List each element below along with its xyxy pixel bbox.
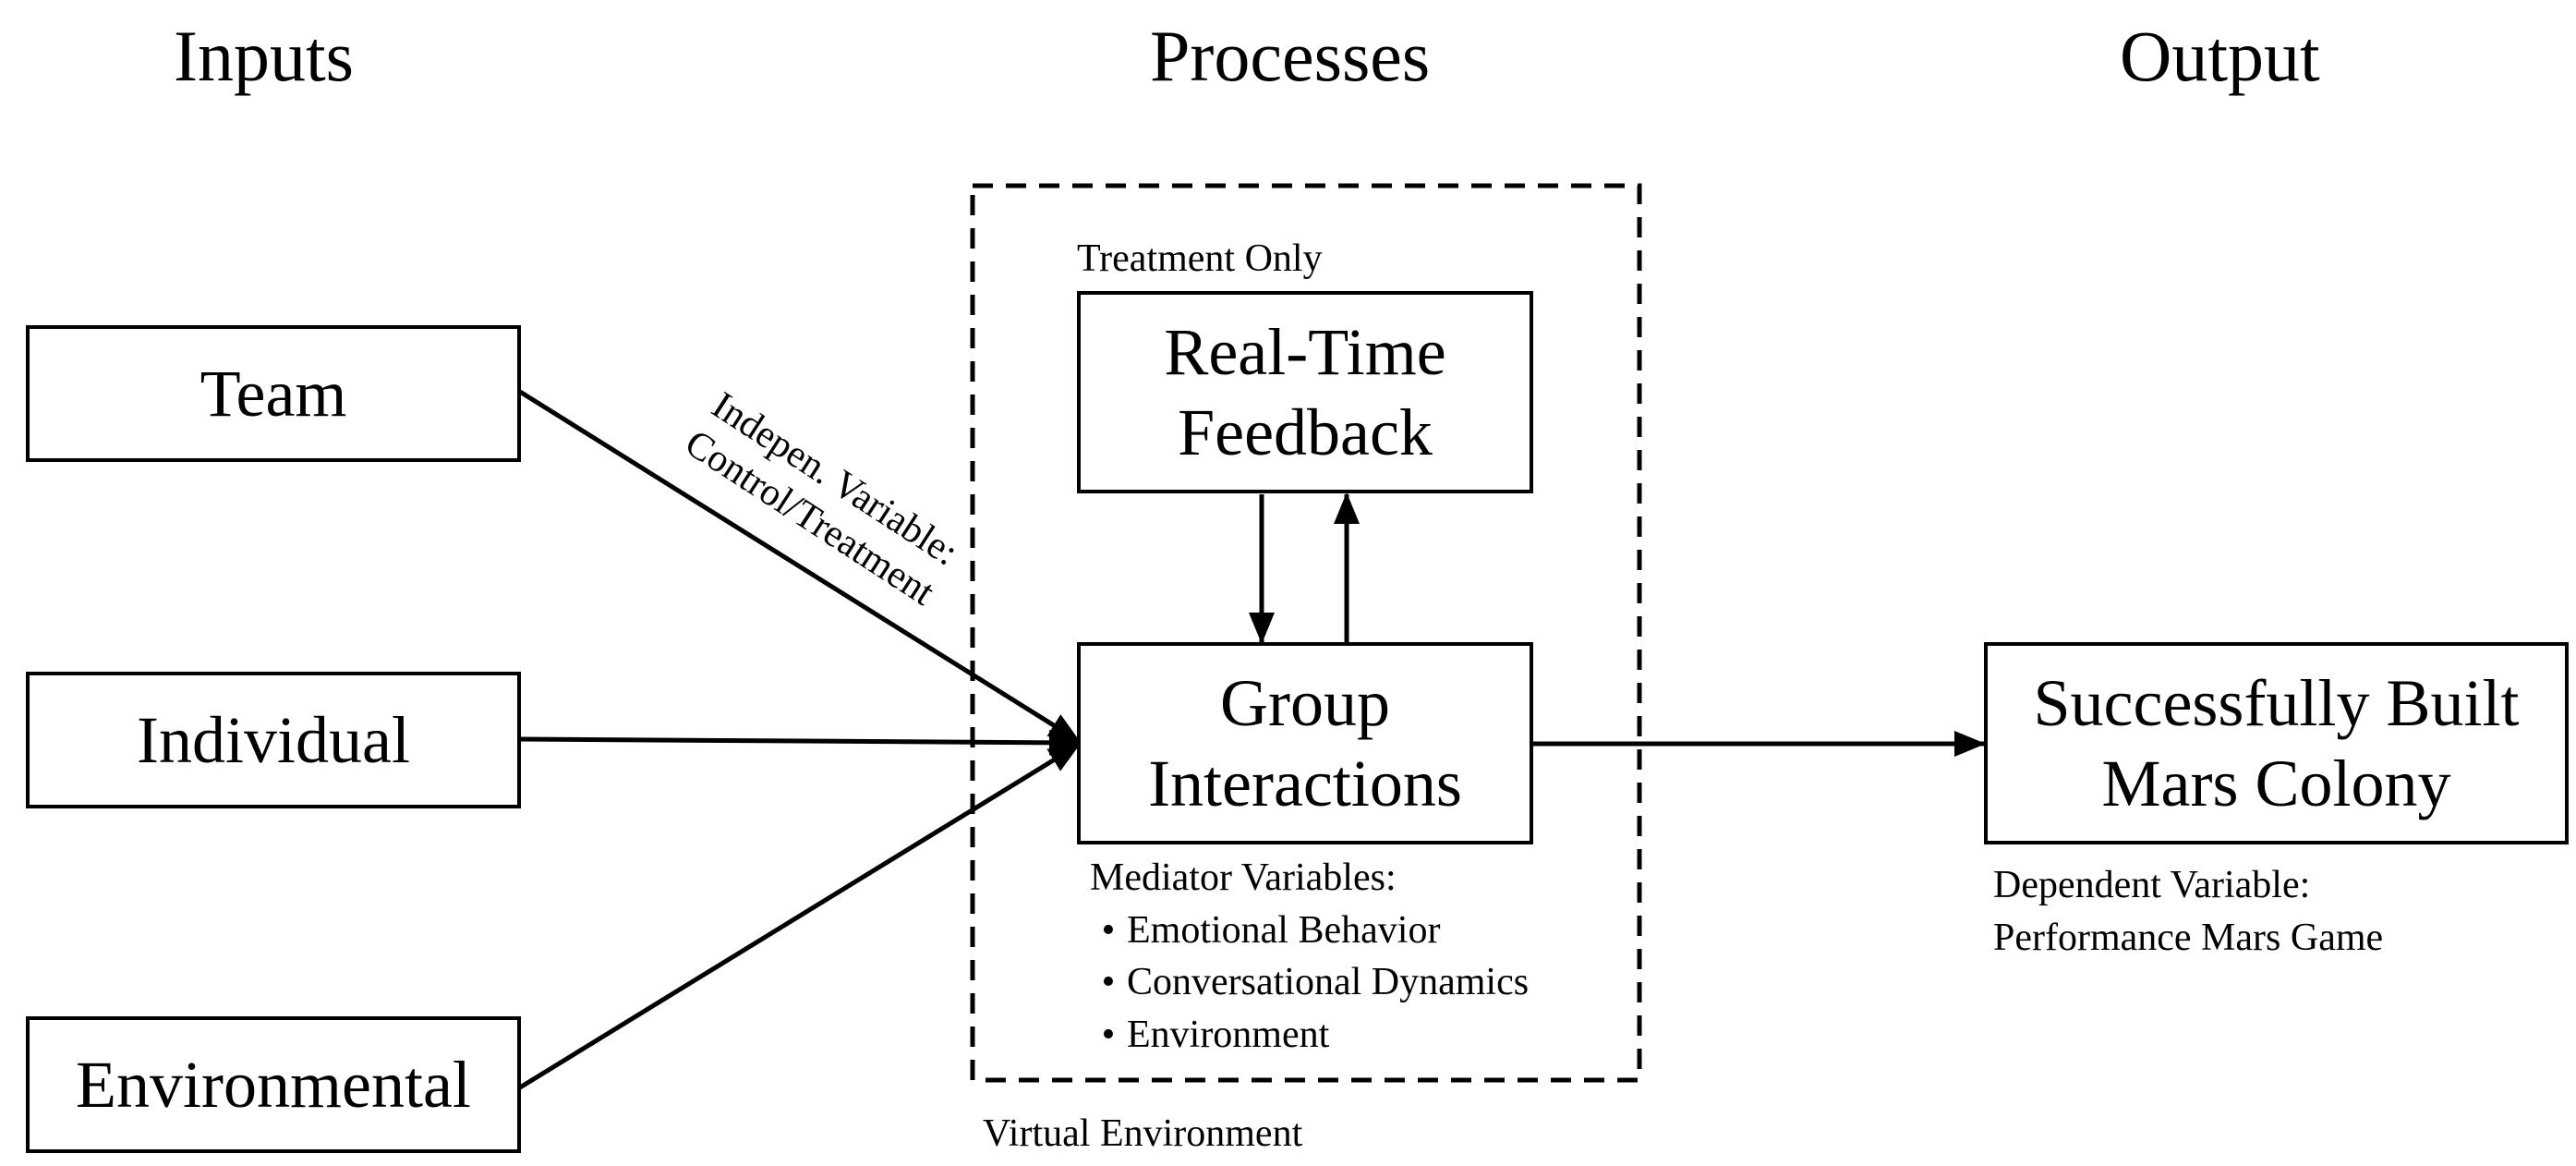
input-label-individual: Individual [137, 702, 410, 777]
mediator-list: •Emotional Behavior •Conversational Dyna… [1090, 905, 1529, 1062]
input-box-team: Team [26, 325, 521, 462]
mediator-variables: Mediator Variables: •Emotional Behavior … [1090, 852, 1529, 1062]
input-label-environmental: Environmental [76, 1047, 471, 1122]
dependent-line2: Performance Mars Game [1993, 916, 2384, 959]
output-line1: Successfully Built [2033, 666, 2520, 741]
header-processes: Processes [1150, 16, 1431, 96]
virtual-environment-label: Virtual Environment [983, 1112, 1303, 1155]
treatment-only-label: Treatment Only [1077, 237, 1323, 280]
mediator-item: •Conversational Dynamics [1090, 956, 1529, 1009]
input-box-individual: Individual [26, 672, 521, 808]
output-line2: Mars Colony [2101, 746, 2451, 820]
bullet-icon: • [1101, 908, 1116, 952]
feedback-box: Real-Time Feedback [1077, 291, 1533, 493]
dependent-line1: Dependent Variable: [1993, 864, 2311, 906]
arrow-team-to-group [518, 389, 1081, 744]
feedback-line1: Real-Time [1164, 315, 1446, 390]
input-box-environmental: Environmental [26, 1016, 521, 1153]
group-interactions-box: Group Interactions [1077, 642, 1533, 844]
bullet-icon: • [1101, 961, 1116, 1004]
dependent-variable: Dependent Variable: Performance Mars Gam… [1993, 859, 2383, 964]
header-inputs: Inputs [174, 16, 354, 96]
arrow-environmental-to-group [518, 742, 1081, 1090]
mediator-title: Mediator Variables: [1090, 856, 1397, 899]
input-label-team: Team [200, 356, 347, 431]
virtual-environment-container [970, 183, 1642, 1083]
header-output: Output [2120, 16, 2320, 96]
group-line1: Group [1220, 666, 1390, 741]
output-box: Successfully Built Mars Colony [1984, 642, 2569, 844]
mediator-item: •Environment [1090, 1009, 1529, 1062]
feedback-line2: Feedback [1178, 395, 1433, 469]
bullet-icon: • [1101, 1014, 1116, 1057]
mediator-item: •Emotional Behavior [1090, 905, 1529, 957]
arrow-individual-to-group [519, 729, 1081, 756]
group-line2: Interactions [1148, 746, 1462, 820]
